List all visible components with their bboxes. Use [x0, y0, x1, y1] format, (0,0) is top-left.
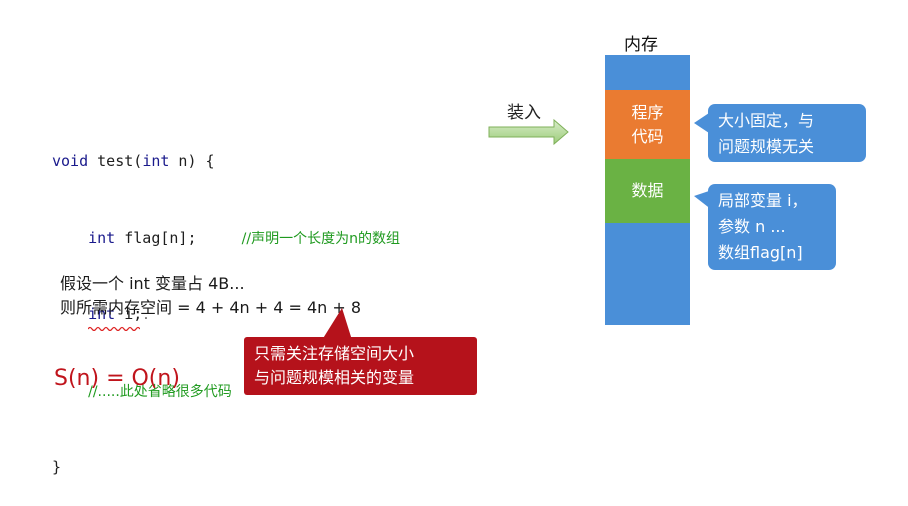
data-segment-callout: 局部变量 i， 参数 n ... 数组flag[n]	[708, 184, 836, 270]
space-complexity-formula: S(n) = O(n)	[54, 366, 180, 391]
code-comment: //声明一个长度为n的数组	[241, 230, 400, 247]
code-dot: .	[142, 308, 150, 322]
callout-pointer-icon	[694, 190, 712, 210]
right-arrow-icon	[488, 118, 569, 146]
assumption-line-1: 假设一个 int 变量占 4B...	[60, 274, 245, 293]
keyword-int: int	[88, 228, 116, 247]
keyword-void: void	[52, 152, 89, 170]
code-comment: //.....此处省略很多代码	[88, 383, 232, 400]
code-line-3: int i;.	[52, 302, 400, 331]
red-note: 只需关注存储空间大小 与问题规模相关的变量	[244, 337, 477, 395]
code-line-5: }	[52, 458, 62, 476]
code-text: test(	[88, 152, 143, 170]
keyword-int: int	[142, 152, 170, 170]
memory-data-segment: 数据	[605, 159, 690, 223]
callout-pointer-icon	[694, 111, 712, 135]
keyword-int: int	[88, 305, 116, 323]
memory-bottom-segment	[605, 223, 690, 325]
squiggle-underline-icon	[88, 326, 141, 331]
red-callout-pointer-icon	[322, 308, 352, 340]
assumption-line-2: 则所需内存空间 = 4 + 4n + 4 = 4n + 8	[60, 298, 362, 317]
code-segment-callout: 大小固定，与 问题规模无关	[708, 104, 866, 162]
code-line-2: int flag[n]; //声明一个长度为n的数组	[52, 226, 400, 252]
arrow-label: 装入	[507, 103, 541, 123]
error-underlined-code: int i	[88, 302, 141, 331]
code-text: ;	[133, 305, 143, 323]
memory-top-segment	[605, 55, 690, 90]
code-text: n) {	[169, 152, 215, 170]
code-text: flag[n];	[115, 228, 242, 247]
memory-code-segment: 程序 代码	[605, 90, 690, 159]
code-line-4: //.....此处省略很多代码	[52, 379, 400, 405]
assumption-text: 假设一个 int 变量占 4B... 则所需内存空间 = 4 + 4n + 4 …	[60, 272, 361, 320]
code-text: i	[115, 305, 134, 323]
memory-title: 内存	[624, 35, 658, 55]
code-line-1: void test(int n) {	[52, 149, 400, 175]
